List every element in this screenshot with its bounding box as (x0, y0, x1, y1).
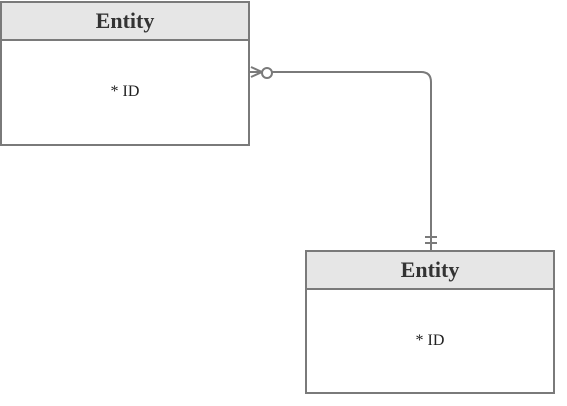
entity-header-1: Entity (2, 3, 248, 41)
relationship-line (250, 71, 432, 250)
entity-box-2[interactable]: Entity * ID (305, 250, 555, 394)
entity-attribute-2: * ID (415, 332, 445, 349)
entity-box-1[interactable]: Entity * ID (0, 1, 250, 146)
entity-attribute-1: * ID (110, 83, 140, 100)
crows-foot-lower (250, 71, 263, 78)
zero-optionality-circle (261, 67, 273, 79)
crows-foot-upper (250, 66, 263, 73)
entity-header-2: Entity (307, 252, 553, 290)
